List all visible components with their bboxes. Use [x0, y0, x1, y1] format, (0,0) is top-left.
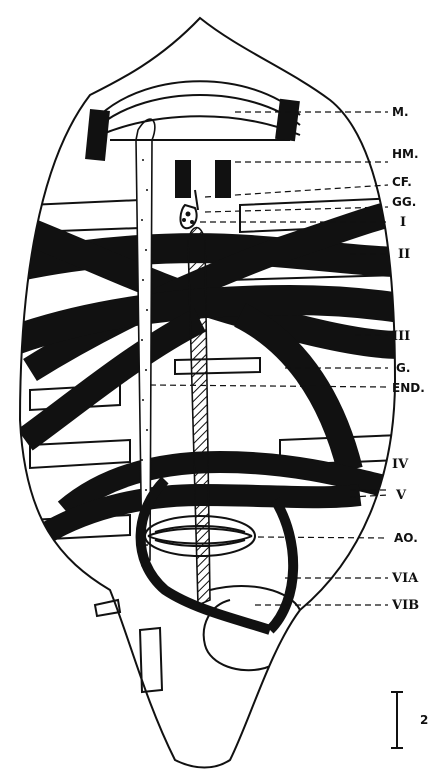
label-hm: HM. — [392, 147, 419, 161]
oral-muscle-m — [95, 81, 300, 160]
label-vib: VIB — [391, 598, 419, 613]
muscle-band-vib — [270, 500, 293, 630]
label-i: I — [400, 215, 406, 230]
label-iii: III — [392, 329, 410, 344]
label-v: V — [395, 488, 407, 503]
label-end: END. — [392, 381, 425, 395]
hm-muscles — [175, 160, 231, 198]
scale-bar-label: 2 — [420, 713, 428, 727]
label-via: VIA — [391, 571, 419, 586]
label-gg: GG. — [392, 195, 416, 209]
label-g: G. — [396, 361, 410, 375]
ciliated-funnel-cf — [180, 205, 196, 228]
label-ii: II — [398, 247, 410, 262]
scale-bar: 2 — [391, 692, 428, 748]
label-cf: CF. — [392, 175, 412, 189]
label-m: M. — [392, 105, 409, 119]
ganglion-gg — [195, 190, 198, 210]
label-ao: AO. — [394, 531, 418, 545]
lower-muscle-outlines — [95, 600, 162, 692]
label-iv: IV — [392, 457, 409, 472]
